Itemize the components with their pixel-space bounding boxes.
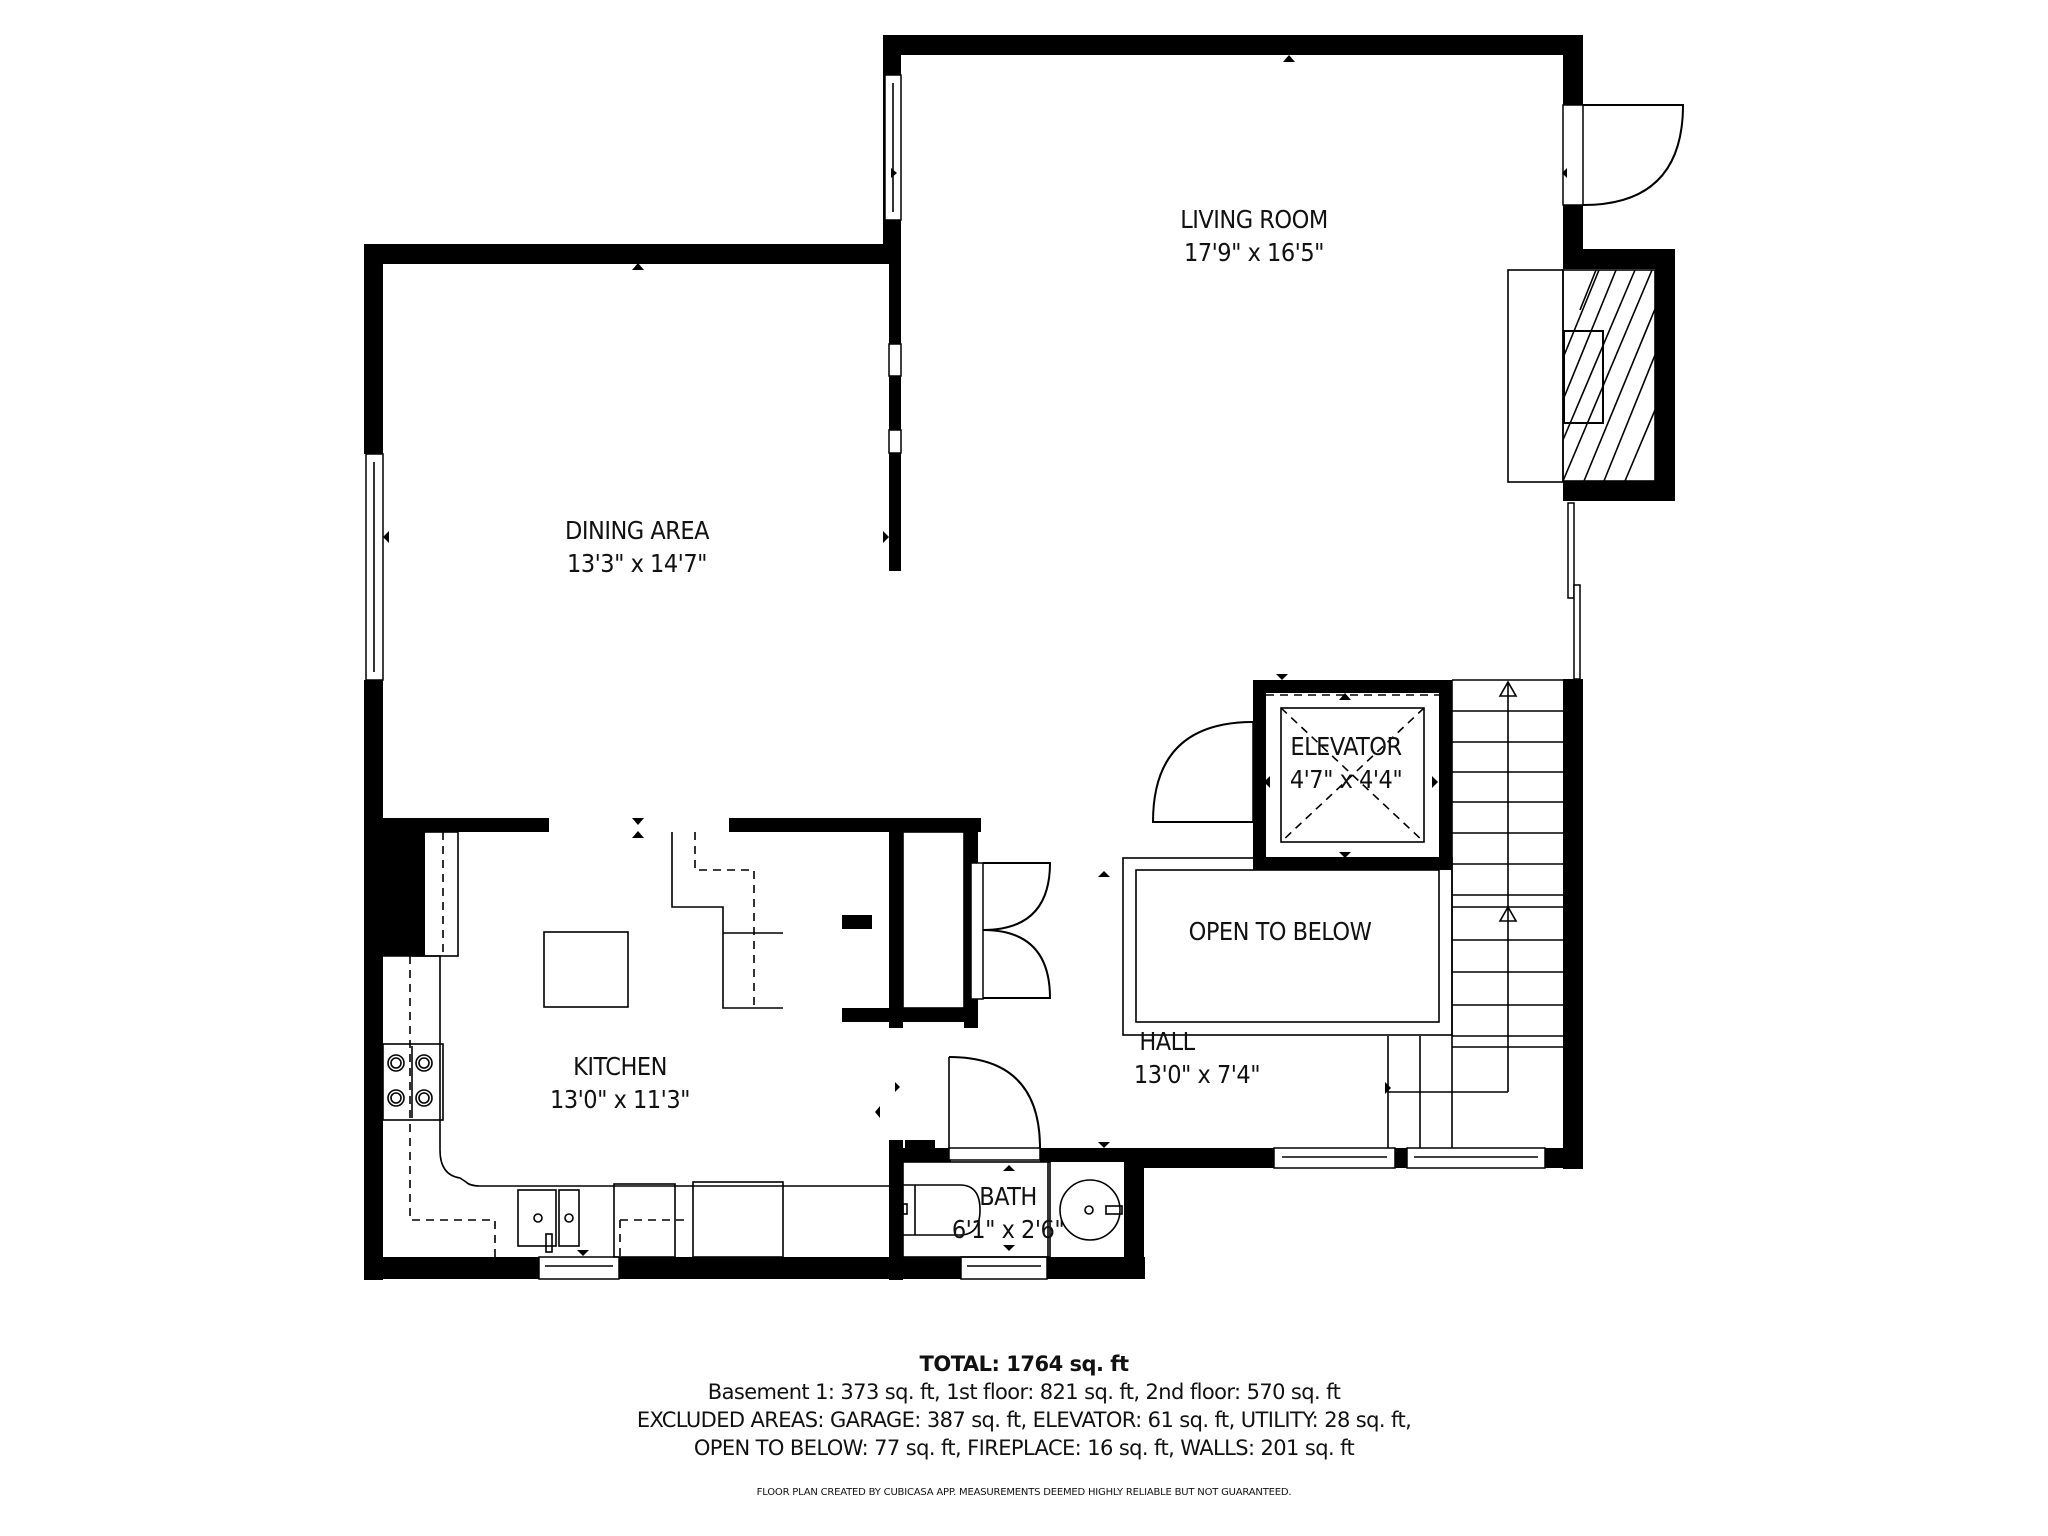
room-name: LIVING ROOM	[1180, 205, 1328, 234]
closet	[902, 831, 965, 1009]
elevator-shaft	[1253, 680, 1452, 870]
total-area: TOTAL: 1764 sq. ft	[919, 1352, 1129, 1376]
room-label-hall: HALL 13'0" x 7'4"	[1133, 1025, 1261, 1091]
floor-areas: Basement 1: 373 sq. ft, 1st floor: 821 s…	[707, 1380, 1341, 1404]
open-to-below-area	[1122, 857, 1453, 1036]
room-dimensions: 13'0" x 11'3"	[550, 1085, 690, 1114]
room-name: HALL	[1139, 1027, 1195, 1056]
excluded-areas-line1: EXCLUDED AREAS: GARAGE: 387 sq. ft, ELEV…	[636, 1408, 1412, 1432]
room-dimensions: 13'3" x 14'7"	[567, 549, 707, 578]
room-dimensions: 4'7" x 4'4"	[1289, 765, 1403, 794]
room-name: OPEN TO BELOW	[1188, 917, 1372, 946]
room-label-open-to-below: OPEN TO BELOW	[1189, 915, 1372, 948]
room-label-kitchen: KITCHEN 13'0" x 11'3"	[550, 1050, 690, 1116]
room-label-bath: BATH 6'1" x 2'6"	[951, 1180, 1065, 1246]
room-name: KITCHEN	[573, 1052, 667, 1081]
disclaimer: FLOOR PLAN CREATED BY CUBICASA APP. MEAS…	[756, 1487, 1292, 1498]
windows	[365, 74, 1581, 1280]
dimension-markers	[383, 55, 1567, 1256]
room-name: BATH	[979, 1182, 1037, 1211]
room-dimensions: 17'9" x 16'5"	[1184, 238, 1324, 267]
room-label-living-room: LIVING ROOM 17'9" x 16'5"	[1180, 203, 1328, 269]
room-name: ELEVATOR	[1290, 732, 1402, 761]
fireplace	[1507, 269, 1656, 483]
room-name: DINING AREA	[565, 516, 709, 545]
bath-fixtures	[889, 1161, 1123, 1279]
room-label-dining-area: DINING AREA 13'3" x 14'7"	[565, 514, 709, 580]
room-dimensions: 13'0" x 7'4"	[1133, 1060, 1261, 1089]
kitchen-fixtures	[382, 831, 889, 1258]
room-label-elevator: ELEVATOR 4'7" x 4'4"	[1289, 730, 1403, 796]
room-dimensions: 6'1" x 2'6"	[951, 1215, 1065, 1244]
excluded-areas-line2: OPEN TO BELOW: 77 sq. ft, FIREPLACE: 16 …	[693, 1436, 1355, 1460]
